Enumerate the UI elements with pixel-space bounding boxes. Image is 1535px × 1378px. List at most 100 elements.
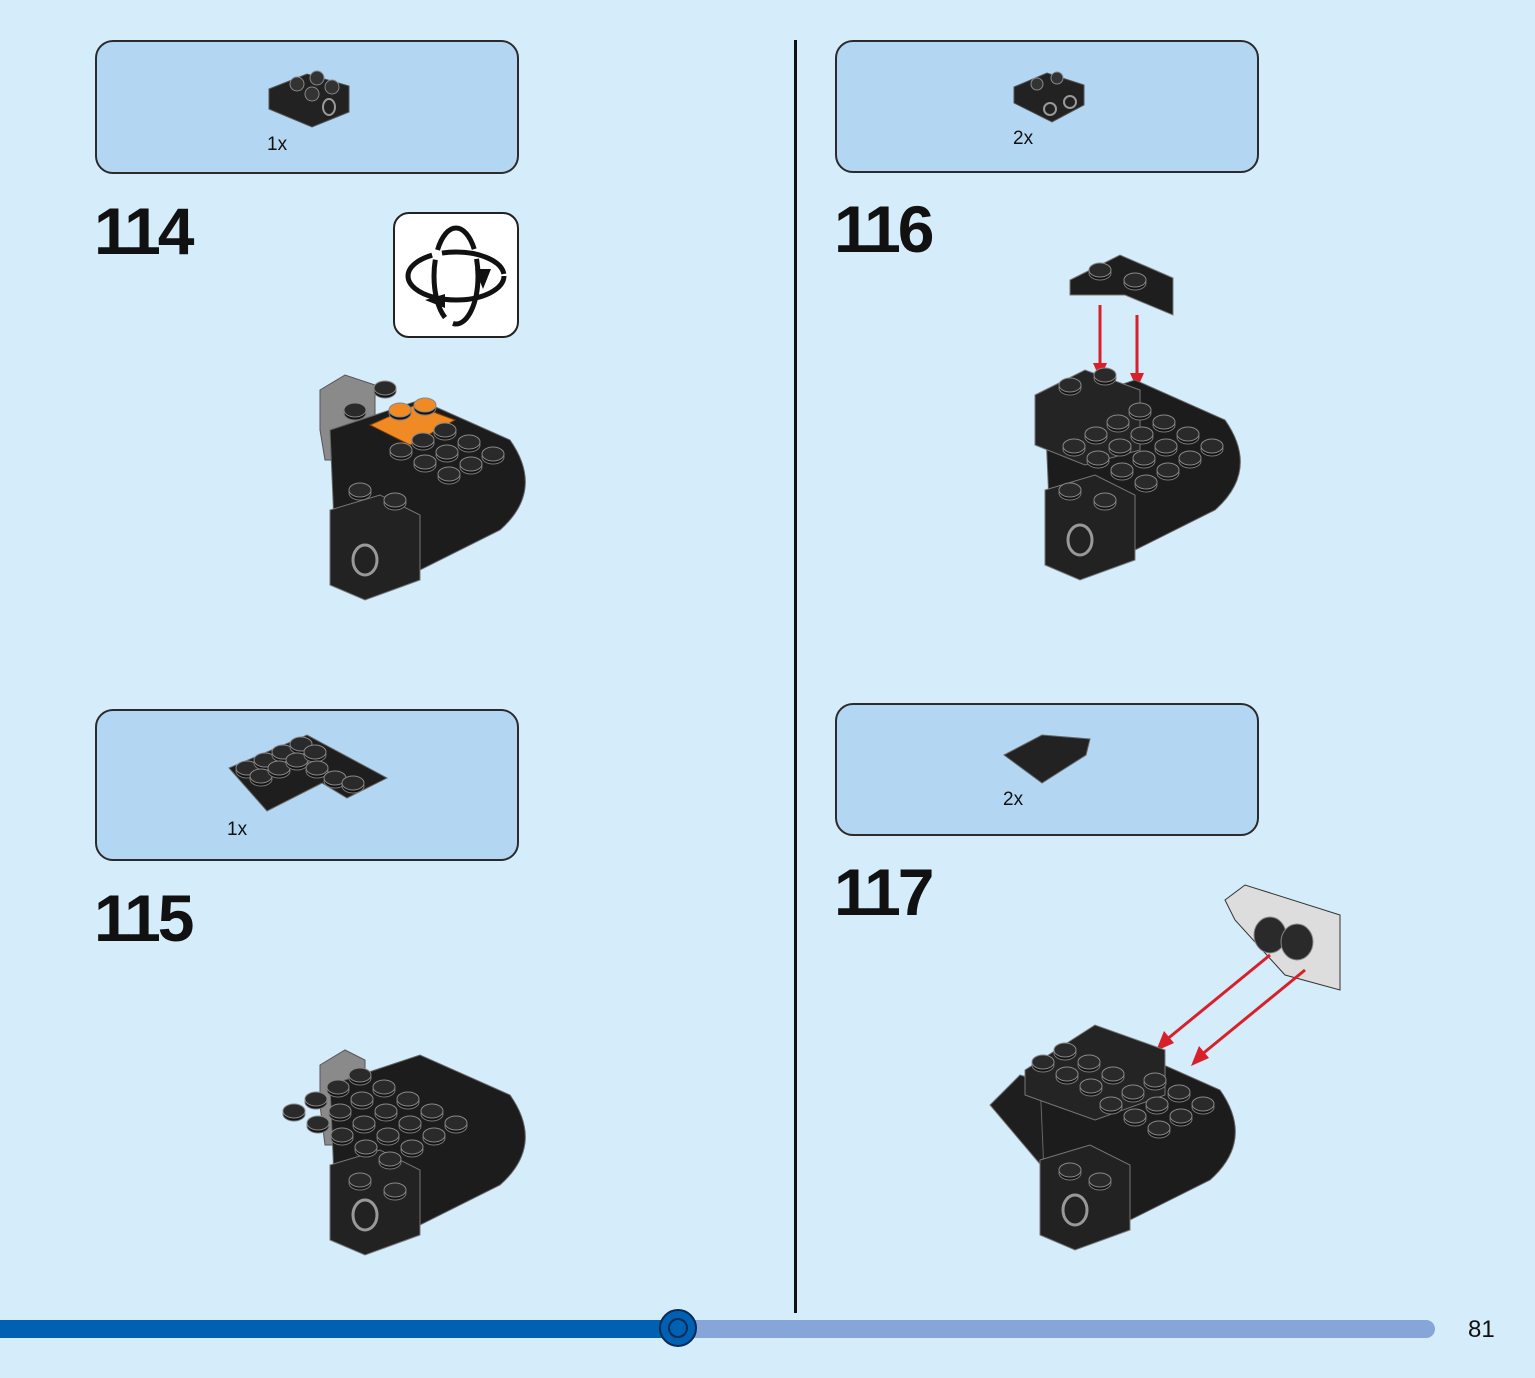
pin-hole	[351, 543, 379, 577]
stud	[420, 1103, 444, 1119]
model-step-115	[282, 1049, 526, 1256]
stud	[282, 1103, 306, 1119]
stud	[352, 1115, 376, 1131]
stud	[1132, 450, 1156, 466]
part-wedge-plate-icon	[1003, 734, 1091, 784]
stud	[1130, 426, 1154, 442]
stud	[348, 1067, 372, 1083]
stud	[341, 775, 365, 791]
red-arrow-head	[1156, 1031, 1174, 1051]
stud	[1152, 414, 1176, 430]
stud	[1088, 1172, 1112, 1188]
stud	[1134, 474, 1158, 490]
progress-marker	[659, 1309, 697, 1347]
pin-hole	[351, 1198, 379, 1232]
red-arrow	[1159, 953, 1271, 1047]
part-quantity: 1x	[227, 819, 248, 840]
stud	[411, 432, 435, 448]
page-number: 81	[1468, 1316, 1495, 1343]
stud	[1280, 923, 1314, 961]
model-shape	[329, 1149, 421, 1256]
step-number-114: 114	[94, 194, 194, 268]
stud	[343, 402, 367, 418]
model-shape	[1039, 1144, 1131, 1251]
stud	[398, 1115, 422, 1131]
stud	[350, 1091, 374, 1107]
stud	[435, 444, 459, 460]
stud	[374, 1103, 398, 1119]
stud	[330, 1127, 354, 1143]
parts-callout-114: 1x	[95, 40, 519, 174]
model-step-114	[319, 374, 526, 601]
part-quantity: 1x	[267, 134, 288, 155]
stud	[1086, 450, 1110, 466]
part-bracket-icon	[1013, 71, 1085, 123]
stud	[1031, 1054, 1055, 1070]
part-quantity: 2x	[1013, 128, 1034, 149]
progress-bar-completed	[0, 1320, 680, 1338]
stud	[373, 380, 397, 396]
stud	[388, 402, 412, 418]
stud	[1077, 1054, 1101, 1070]
stud	[354, 1139, 378, 1155]
stud	[1167, 1084, 1191, 1100]
stud	[396, 1091, 420, 1107]
stud	[1088, 262, 1112, 278]
stud	[326, 1079, 350, 1095]
stud	[413, 454, 437, 470]
stud	[481, 446, 505, 462]
step-number-116: 116	[834, 192, 934, 266]
stud	[303, 744, 327, 760]
rotate-model-icon	[393, 212, 519, 338]
stud	[1145, 1096, 1169, 1112]
stud	[378, 1151, 402, 1167]
stud	[400, 1139, 424, 1155]
part-plate-icon	[228, 734, 389, 812]
step-number-117: 117	[834, 855, 934, 929]
stud	[459, 456, 483, 472]
stud	[1123, 1108, 1147, 1124]
stud	[348, 1172, 372, 1188]
model-shape	[329, 494, 421, 601]
stud	[306, 1115, 330, 1131]
model-shape	[1044, 474, 1136, 581]
column-divider	[794, 40, 797, 1313]
stud	[1176, 426, 1200, 442]
stud	[383, 492, 407, 508]
stud	[1156, 462, 1180, 478]
stud	[1253, 916, 1287, 954]
stud	[1084, 426, 1108, 442]
progress-bar-remaining	[680, 1320, 1435, 1338]
stud	[1123, 272, 1147, 288]
stud	[1121, 1084, 1145, 1100]
stud	[383, 1182, 407, 1198]
stud	[1062, 438, 1086, 454]
stud	[372, 1079, 396, 1095]
stud	[1058, 482, 1082, 498]
stud	[1147, 1120, 1171, 1136]
pin-hole	[1066, 523, 1094, 557]
stud	[1055, 1066, 1079, 1082]
stud	[437, 466, 461, 482]
pin-hole	[1061, 1193, 1089, 1227]
parts-callout-115: 1x	[95, 709, 519, 861]
stud	[1108, 438, 1132, 454]
stud	[433, 422, 457, 438]
model-step-116	[1034, 254, 1241, 581]
stud	[1101, 1066, 1125, 1082]
model-step-117	[989, 884, 1341, 1251]
stud	[1099, 1096, 1123, 1112]
stud	[1053, 1042, 1077, 1058]
stud	[1106, 414, 1130, 430]
stud	[305, 760, 329, 776]
stud	[1128, 402, 1152, 418]
stud	[1093, 367, 1117, 383]
plate-above	[1069, 254, 1174, 316]
stud	[1154, 438, 1178, 454]
stud	[1200, 438, 1224, 454]
stud	[1110, 462, 1134, 478]
stud	[413, 397, 437, 413]
stud	[444, 1115, 468, 1131]
part-quantity: 2x	[1003, 789, 1024, 810]
stud	[1143, 1072, 1167, 1088]
